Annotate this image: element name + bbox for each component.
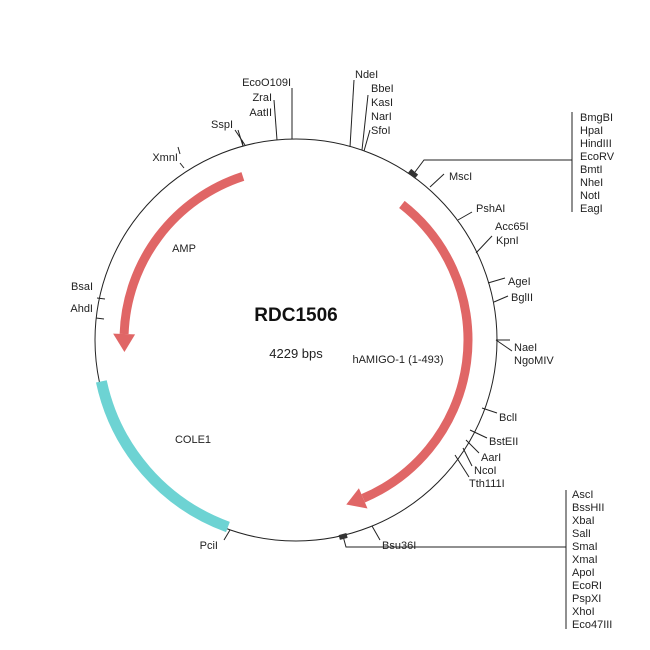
site-ticks [95,79,573,629]
site-label: XbaI [572,515,595,527]
site-label: BbeI [371,83,394,95]
amp-arrow [119,172,245,335]
site-label: AscI [572,489,593,501]
plasmid-name: RDC1506 [254,305,337,326]
site-label: BclI [499,412,517,424]
site-label: KasI [371,97,393,109]
site-label: NdeI [355,69,378,81]
site-label: BmtI [580,164,603,176]
site-label: ApoI [572,567,595,579]
site-label: AarI [481,452,501,464]
hamigo-arrow [361,200,473,503]
site-label: SalI [572,528,591,540]
site-label: SspI [211,119,233,131]
amp-label: AMP [172,243,196,255]
site-label: NgoMIV [514,355,554,367]
hamigo-arrow-head [346,488,368,509]
site-label: NaeI [514,342,537,354]
site-label: NarI [371,111,392,123]
site-label: SmaI [572,541,598,553]
site-label: NcoI [474,465,497,477]
site-label: KpnI [496,235,519,247]
cole1-label: COLE1 [175,434,211,446]
amp-arrow-head [113,333,136,352]
site-label: Tth111I [469,478,505,490]
site-label: PshAI [476,203,505,215]
site-label: Acc65I [495,221,529,233]
site-label: NotI [580,190,600,202]
site-label: EcoRI [572,580,602,592]
site-label: Bsu36I [382,540,416,552]
hamigo-label: hAMIGO-1 (1-493) [352,354,443,366]
mcs2-marker [338,533,348,540]
site-label: EcoRV [580,151,615,163]
site-label: BssHII [572,502,604,514]
mcs1-marker [408,168,419,179]
site-label: NheI [580,177,603,189]
site-label: Eco47III [572,619,612,631]
site-label: MscI [449,171,472,183]
site-label: HpaI [580,125,603,137]
site-label: ZraI [252,92,272,104]
cole1-feature [95,380,230,533]
site-label: PciI [200,540,218,552]
site-label: BmgBI [580,112,613,124]
mcs1-list: BmgBI HpaI HindIII EcoRV BmtI NheI NotI … [580,112,615,215]
site-label: PspXI [572,593,601,605]
site-label: EcoO109I [242,77,291,89]
site-label: BglII [511,292,533,304]
site-label: BstEII [489,436,518,448]
site-label: AhdI [70,303,93,315]
site-label: XhoI [572,606,595,618]
site-label: AgeI [508,276,531,288]
site-label: AatII [249,107,272,119]
plasmid-size: 4229 bps [269,346,323,361]
site-label: XmnI [152,152,178,164]
site-label: HindIII [580,138,612,150]
site-label: BsaI [71,281,93,293]
site-label: SfoI [371,125,391,137]
site-label: XmaI [572,554,598,566]
site-label: EagI [580,203,603,215]
mcs2-list: AscI BssHII XbaI SalI SmaI XmaI ApoI Eco… [572,489,612,631]
